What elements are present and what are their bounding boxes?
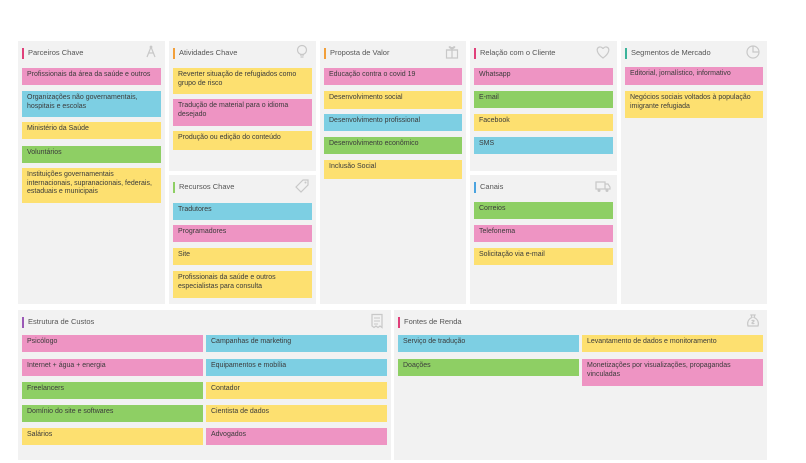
panel-title: Fontes de Renda — [404, 317, 462, 326]
money-bag-icon — [745, 313, 761, 329]
note-recursos-4[interactable]: Profissionais da saúde e outros especial… — [173, 271, 312, 298]
note-canais-2[interactable]: Telefonema — [474, 225, 613, 242]
panel-header: Segmentos de Mercado — [625, 44, 761, 61]
note-receitas-4[interactable]: Monetizações por visualizações, propagan… — [582, 359, 763, 386]
note-atividades-1[interactable]: Reverter situação de refugiados como gru… — [173, 68, 312, 94]
note-receitas-1[interactable]: Serviço de tradução — [398, 335, 579, 352]
accent-bar — [474, 48, 476, 59]
panel-header: Estrutura de Custos — [22, 313, 385, 330]
note-proposta-5[interactable]: Inclusão Social — [324, 160, 462, 179]
note-proposta-3[interactable]: Desenvolvimento profissional — [324, 114, 462, 131]
accent-bar — [625, 48, 627, 59]
panel-parceiros-chave: Parceiros Chave Profissionais da área da… — [18, 41, 165, 304]
note-proposta-1[interactable]: Educação contra o covid 19 — [324, 68, 462, 85]
note-parceiros-4[interactable]: Voluntários — [22, 146, 161, 163]
panel-segmentos-de-mercado: Segmentos de Mercado Editorial, jornalís… — [621, 41, 767, 304]
panel-header: Fontes de Renda — [398, 313, 761, 330]
lightbulb-icon — [294, 44, 310, 60]
panel-recursos-chave: Recursos Chave Tradutores Programadores … — [169, 175, 316, 304]
note-segmentos-2[interactable]: Negócios sociais voltados à população im… — [625, 91, 763, 118]
panel-header: Atividades Chave — [173, 44, 310, 61]
truck-icon — [595, 178, 611, 194]
tag-icon — [294, 178, 310, 194]
accent-bar — [173, 182, 175, 193]
note-segmentos-1[interactable]: Editorial, jornalístico, informativo — [625, 67, 763, 85]
note-parceiros-1[interactable]: Profissionais da área da saúde e outros — [22, 68, 161, 85]
panel-header: Relação com o Cliente — [474, 44, 611, 61]
note-atividades-3[interactable]: Produção ou edição do conteúdo — [173, 131, 312, 150]
panel-title: Proposta de Valor — [330, 48, 390, 57]
panel-header: Proposta de Valor — [324, 44, 460, 61]
receipt-icon — [369, 313, 385, 329]
pie-chart-icon — [745, 44, 761, 60]
note-relacao-1[interactable]: Whatsapp — [474, 68, 613, 85]
note-custos-5[interactable]: Freelancers — [22, 382, 203, 399]
note-recursos-3[interactable]: Site — [173, 248, 312, 265]
note-parceiros-3[interactable]: Ministério da Saúde — [22, 122, 161, 139]
note-parceiros-2[interactable]: Organizações não governamentais, hospita… — [22, 91, 161, 117]
note-custos-6[interactable]: Contador — [206, 382, 387, 399]
heart-icon — [595, 44, 611, 60]
note-receitas-2[interactable]: Levantamento de dados e monitoramento — [582, 335, 763, 352]
note-custos-9[interactable]: Salários — [22, 428, 203, 445]
panel-title: Parceiros Chave — [28, 48, 84, 57]
panel-title: Canais — [480, 182, 504, 191]
panel-title: Estrutura de Custos — [28, 317, 95, 326]
note-relacao-2[interactable]: E-mail — [474, 91, 613, 108]
note-proposta-2[interactable]: Desenvolvimento social — [324, 91, 462, 109]
panel-atividades-chave: Atividades Chave Reverter situação de re… — [169, 41, 316, 171]
note-custos-1[interactable]: Psicólogo — [22, 335, 203, 352]
panel-estrutura-de-custos: Estrutura de Custos Psicólogo Campanhas … — [18, 310, 391, 460]
panel-title: Segmentos de Mercado — [631, 48, 711, 57]
panel-relacao-com-cliente: Relação com o Cliente Whatsapp E-mail Fa… — [470, 41, 617, 171]
note-proposta-4[interactable]: Desenvolvimento econômico — [324, 137, 462, 154]
note-canais-3[interactable]: Solicitação via e-mail — [474, 248, 613, 265]
note-custos-8[interactable]: Cientista de dados — [206, 405, 387, 422]
panel-header: Parceiros Chave — [22, 44, 159, 61]
accent-bar — [173, 48, 175, 59]
note-custos-7[interactable]: Domínio do site e softwares — [22, 405, 203, 422]
note-canais-1[interactable]: Correios — [474, 202, 613, 219]
panel-fontes-de-renda: Fontes de Renda Serviço de tradução Leva… — [394, 310, 767, 460]
accent-bar — [324, 48, 326, 59]
accent-bar — [22, 317, 24, 328]
note-parceiros-5[interactable]: Instituições governamentais internaciona… — [22, 168, 161, 203]
accent-bar — [398, 317, 400, 328]
panel-header: Canais — [474, 181, 611, 195]
panel-title: Atividades Chave — [179, 48, 238, 57]
note-recursos-2[interactable]: Programadores — [173, 225, 312, 242]
accent-bar — [22, 48, 24, 59]
note-relacao-3[interactable]: Facebook — [474, 114, 613, 131]
note-custos-4[interactable]: Equipamentos e mobília — [206, 359, 387, 376]
link-icon — [143, 44, 159, 60]
panel-title: Recursos Chave — [179, 182, 235, 191]
panel-title: Relação com o Cliente — [480, 48, 556, 57]
note-recursos-1[interactable]: Tradutores — [173, 203, 312, 220]
note-custos-3[interactable]: Internet + água + energia — [22, 359, 203, 376]
note-custos-10[interactable]: Advogados — [206, 428, 387, 445]
panel-header: Recursos Chave — [173, 178, 310, 195]
panel-proposta-de-valor: Proposta de Valor Educação contra o covi… — [320, 41, 466, 304]
gift-icon — [444, 44, 460, 60]
note-receitas-3[interactable]: Doações — [398, 359, 579, 376]
panel-canais: Canais Correios Telefonema Solicitação v… — [470, 175, 617, 304]
note-relacao-4[interactable]: SMS — [474, 137, 613, 154]
note-atividades-2[interactable]: Tradução de material para o idioma desej… — [173, 99, 312, 126]
accent-bar — [474, 182, 476, 193]
note-custos-2[interactable]: Campanhas de marketing — [206, 335, 387, 352]
